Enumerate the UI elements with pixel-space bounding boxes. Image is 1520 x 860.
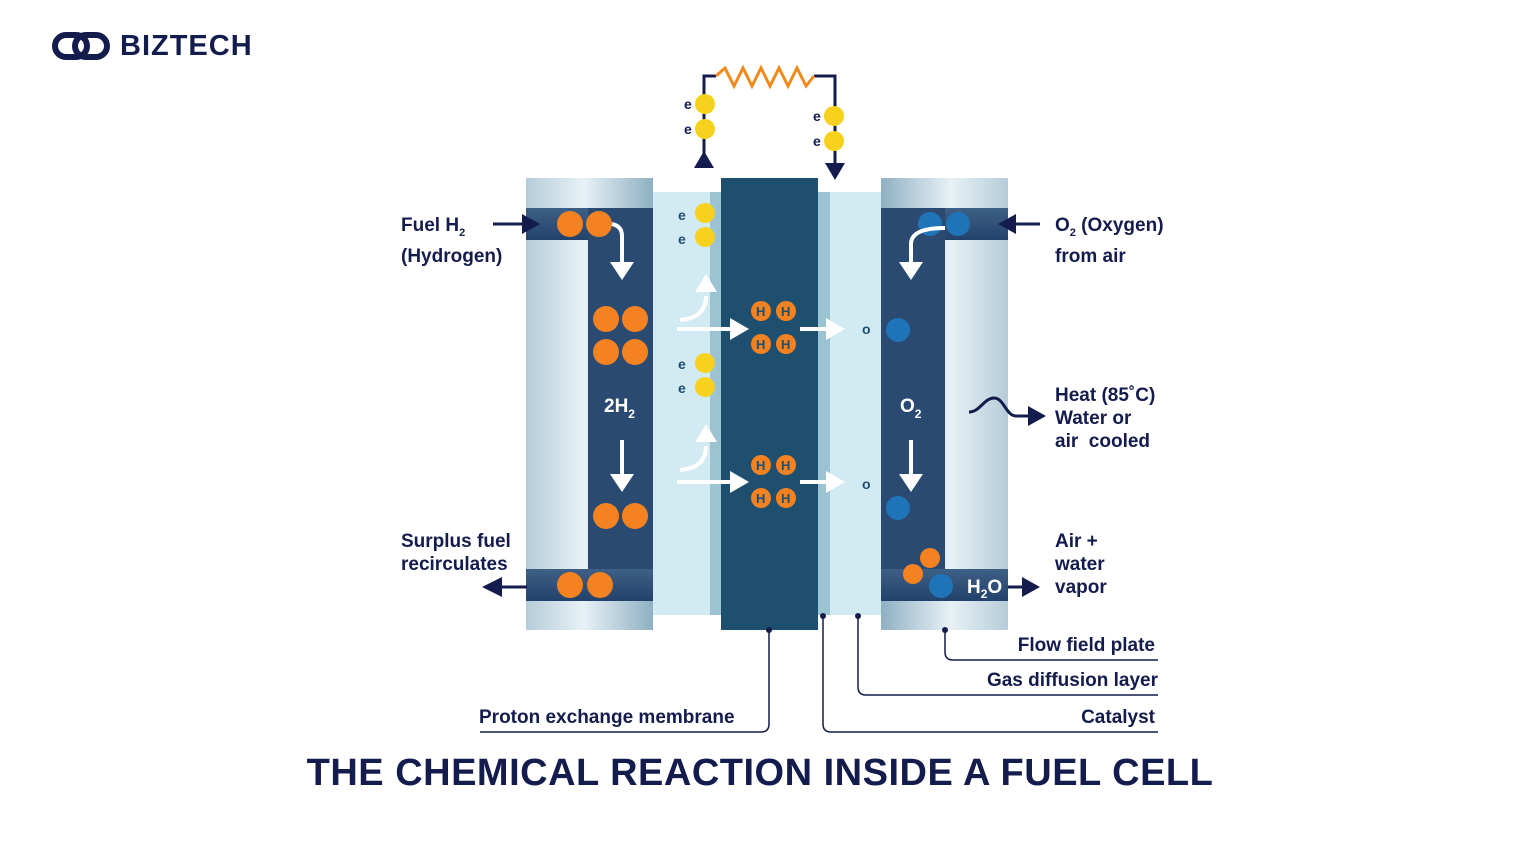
leader-lines: [480, 616, 1158, 733]
biztech-logo: BIZTECH: [52, 28, 253, 64]
proton-exchange-membrane-layer: [721, 178, 818, 630]
proton-label: H: [781, 304, 790, 319]
surplus-fuel-label: Surplus fuel recirculates: [401, 531, 511, 575]
flow-field-plate-label: Flow field plate: [1017, 635, 1155, 656]
anode-hydrogen-label: 2H2: [604, 396, 635, 421]
proton-group-upper: H H H H: [751, 301, 796, 354]
external-arrows: [482, 214, 1046, 597]
oxygen-from-air-label: O2 (Oxygen) from air: [1055, 215, 1164, 267]
proton-label: H: [781, 337, 790, 352]
proton-label: H: [756, 491, 765, 506]
electron-label: e: [684, 96, 692, 112]
anode-catalyst-layer: [710, 192, 721, 615]
fuel-hydrogen-label: Fuel H2 (Hydrogen): [401, 215, 503, 267]
proton-group-lower: H H H H: [751, 455, 796, 508]
proton-label: H: [781, 491, 790, 506]
anode-gas-diffusion-layer: [653, 192, 710, 615]
gas-diffusion-layer-label: Gas diffusion layer: [986, 670, 1158, 691]
electron-label: e: [813, 108, 821, 124]
brand-name: BIZTECH: [120, 29, 253, 62]
air-water-vapor-label: Air + water vapor: [1055, 531, 1107, 598]
oxygen-atom-label: o: [862, 476, 871, 492]
proton-label: H: [756, 304, 765, 319]
hydrogen-molecules: [557, 211, 940, 598]
electron-group-anode: e e e e: [678, 203, 715, 397]
chain-link-icon: [52, 32, 110, 60]
electron-label: e: [678, 207, 686, 223]
cathode-catalyst-layer: [818, 192, 830, 615]
flow-arrows: [610, 222, 946, 493]
cathode-oxygen-label: O2: [900, 396, 922, 421]
resistor-icon: [715, 64, 816, 90]
electron-label: e: [813, 133, 821, 149]
anode-flow-field-plate: [526, 178, 653, 630]
catalyst-label: Catalyst: [1081, 707, 1155, 728]
proton-label: H: [756, 337, 765, 352]
leader-dots: [766, 613, 948, 633]
electron-label: e: [678, 380, 686, 396]
proton-label: H: [781, 458, 790, 473]
electron-label: e: [678, 356, 686, 372]
water-output-label: H2O: [967, 577, 1002, 601]
cathode-gas-diffusion-layer: [830, 192, 881, 615]
proton-exchange-membrane-label: Proton exchange membrane: [479, 707, 735, 728]
proton-label: H: [756, 458, 765, 473]
electron-label: e: [678, 231, 686, 247]
oxygen-atom-label: o: [862, 321, 871, 337]
heat-label: Heat (85˚C) Water or air cooled: [1055, 385, 1156, 452]
page-title: THE CHEMICAL REACTION INSIDE A FUEL CELL: [306, 752, 1214, 794]
circuit-down-arrow-icon: [825, 163, 845, 180]
circuit-up-arrow-icon: [694, 151, 714, 168]
electron-group-circuit: e e e e: [684, 94, 844, 151]
electron-label: e: [684, 121, 692, 137]
